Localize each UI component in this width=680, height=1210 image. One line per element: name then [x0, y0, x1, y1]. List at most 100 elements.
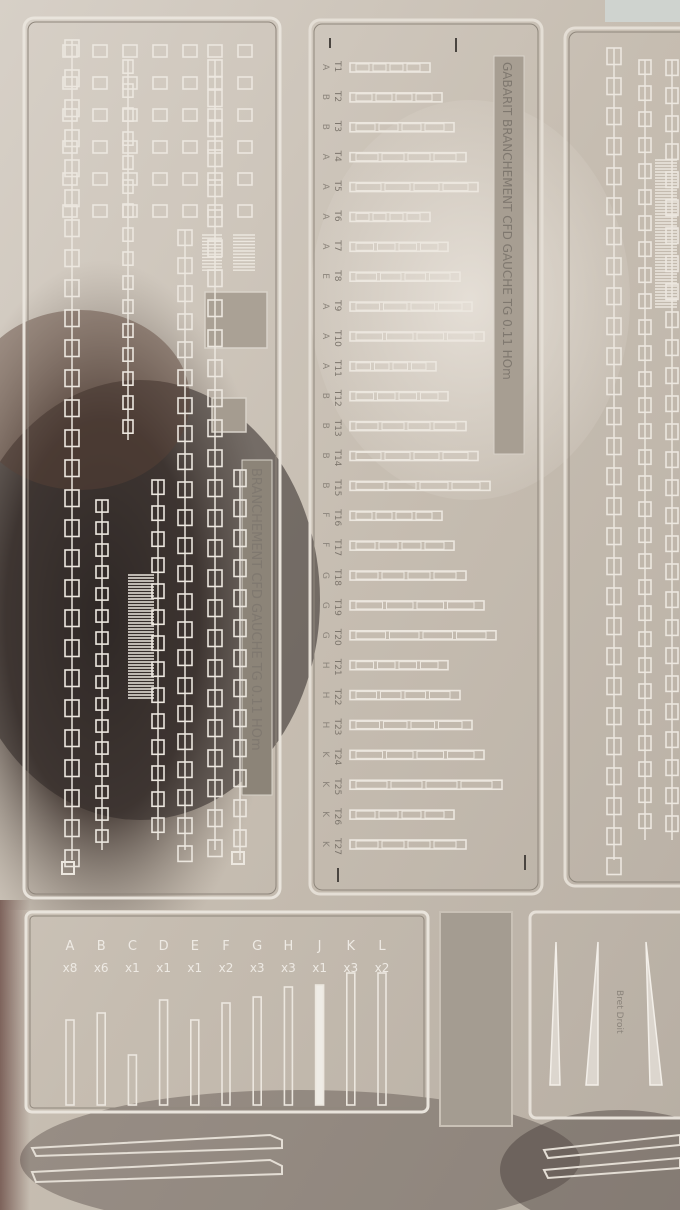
- chair-part: [638, 371, 652, 388]
- small-part: [182, 204, 198, 218]
- tie-slot: [381, 840, 405, 849]
- tie-part: [349, 689, 461, 701]
- chair-part: [64, 699, 80, 718]
- chair-part: [638, 59, 652, 76]
- tie-part: [349, 181, 479, 193]
- chair-part: [233, 499, 247, 518]
- tie-slot: [375, 511, 393, 520]
- tie-slot: [355, 511, 373, 520]
- chair-part: [95, 829, 109, 843]
- chair-part: [177, 845, 193, 863]
- chair-part: [64, 669, 80, 688]
- group-letter: B: [320, 393, 330, 399]
- left-fret: BRANCHEMENT CFD GAUCHE TG 0.11 HOm: [22, 16, 677, 900]
- tie-part: [349, 271, 461, 282]
- tie-slot: [407, 422, 431, 431]
- tie-slot: [433, 571, 457, 580]
- chair-part: [177, 425, 193, 443]
- tie-slot: [392, 362, 408, 371]
- chair-part: [122, 83, 134, 98]
- small-part: [62, 108, 78, 122]
- chair-part: [207, 599, 223, 618]
- chair-part: [64, 399, 80, 418]
- tie-slot: [407, 153, 431, 162]
- small-part: [92, 76, 108, 90]
- small-part: [207, 44, 223, 58]
- tie-slot: [401, 810, 422, 819]
- chair-part: [207, 179, 223, 198]
- chair-part: [64, 609, 80, 628]
- group-letter: E: [320, 273, 330, 279]
- tie-slot: [389, 212, 404, 221]
- chair-part: [207, 149, 223, 168]
- chair-part: [665, 199, 679, 217]
- tie-slot: [422, 631, 453, 640]
- tie-label: T15: [332, 478, 342, 496]
- chair-part: [606, 437, 622, 456]
- tie-part: [349, 151, 467, 163]
- chair-part: [95, 543, 109, 557]
- tie-slot: [411, 362, 427, 371]
- tie-slot: [447, 601, 475, 610]
- chair-part: [95, 521, 109, 535]
- chair-part: [177, 257, 193, 275]
- tie-slot: [406, 63, 421, 72]
- chair-part: [177, 509, 193, 527]
- tie-slot: [355, 631, 386, 640]
- chair-part: [638, 241, 652, 258]
- tie-slot: [355, 452, 382, 460]
- chair-part: [207, 749, 223, 768]
- group-letter: K: [320, 811, 330, 818]
- small-part: [182, 108, 198, 122]
- legend-quantity: x1: [125, 961, 140, 975]
- group-letter: A: [320, 184, 330, 191]
- chair-part: [151, 817, 165, 834]
- chair-part: [665, 815, 679, 833]
- chair-part: [151, 713, 165, 730]
- chair-part: [64, 759, 80, 778]
- chair-part: [233, 559, 247, 578]
- chair-part: [233, 769, 247, 788]
- chair-part: [151, 505, 165, 522]
- tie-slot: [395, 511, 413, 520]
- chair-part: [606, 77, 622, 96]
- tie-slot: [355, 661, 374, 670]
- chair-part: [606, 857, 622, 876]
- tie-slot: [381, 153, 405, 162]
- chair-part: [207, 569, 223, 588]
- tie-label: T5: [332, 180, 342, 192]
- tie-slot: [395, 93, 413, 102]
- tie-part: [349, 361, 437, 372]
- chair-part: [665, 171, 679, 189]
- group-letter: A: [320, 213, 330, 220]
- chair-part: [207, 209, 223, 228]
- chair-part: [177, 369, 193, 387]
- chair-part: [638, 735, 652, 752]
- legend-quantity: x3: [281, 961, 296, 975]
- chair-part: [64, 309, 80, 328]
- tie-slot: [429, 272, 451, 281]
- group-letter: A: [320, 303, 330, 310]
- small-part: [62, 140, 78, 154]
- small-part: [122, 140, 138, 154]
- tie-slot: [404, 272, 426, 281]
- small-part: [237, 140, 253, 154]
- tie-slot: [416, 601, 444, 610]
- tie-slot: [355, 571, 379, 580]
- tie-part: [349, 510, 443, 522]
- tie-label: T8: [332, 269, 342, 281]
- chair-part: [151, 739, 165, 756]
- chair-part: [177, 285, 193, 303]
- tie-slot: [355, 780, 388, 789]
- tie-slot: [429, 691, 451, 700]
- chair-part: [638, 111, 652, 128]
- tie-slot: [442, 452, 469, 460]
- chair-part: [64, 159, 80, 178]
- chair-part: [177, 705, 193, 723]
- group-letter: B: [320, 94, 330, 100]
- chair-part: [638, 189, 652, 206]
- chair-part: [177, 481, 193, 499]
- chair-part: [64, 219, 80, 238]
- tie-slot: [355, 212, 370, 221]
